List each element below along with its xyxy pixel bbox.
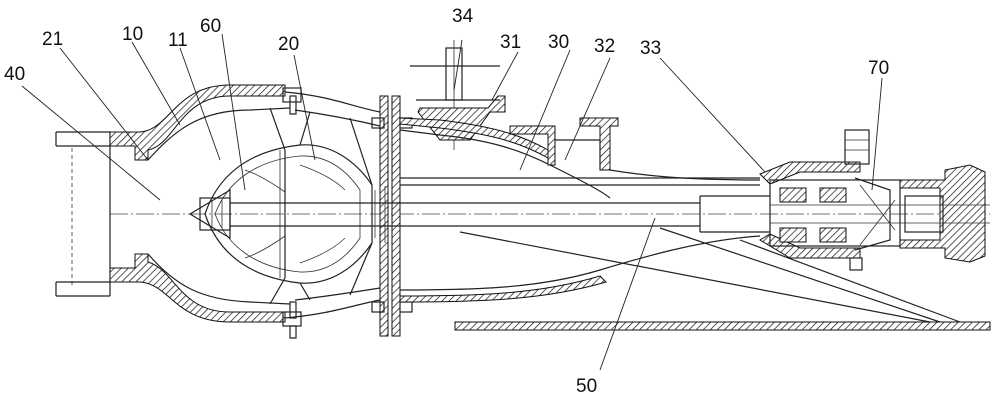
impeller-body [188,144,373,284]
label-70: 70 [868,58,889,79]
label-60: 60 [200,16,221,37]
outlet-pipe [509,117,761,181]
bolts [282,87,302,339]
label-10: 10 [122,24,143,45]
label-32: 32 [594,36,615,57]
guide-vanes [269,107,373,305]
coupling [770,164,990,263]
label-30: 30 [548,32,569,53]
label-31: 31 [500,32,521,53]
lower-diffuser [399,227,991,331]
callout-labels: 40 21 10 11 60 20 34 31 30 32 33 70 50 [4,6,889,397]
label-11: 11 [168,30,188,51]
label-20: 20 [278,34,299,55]
label-50: 50 [576,376,597,397]
inlet-flange [55,131,111,297]
leader-lines [21,33,883,371]
bearing-housing [759,129,901,271]
upper-casing [109,84,381,161]
label-34: 34 [452,6,474,27]
main-shaft [230,186,770,243]
diffuser-upper [399,117,760,199]
lower-casing [109,253,381,323]
label-33: 33 [640,38,661,59]
label-21: 21 [42,29,63,50]
label-40: 40 [4,64,25,85]
middle-flange [371,95,413,337]
